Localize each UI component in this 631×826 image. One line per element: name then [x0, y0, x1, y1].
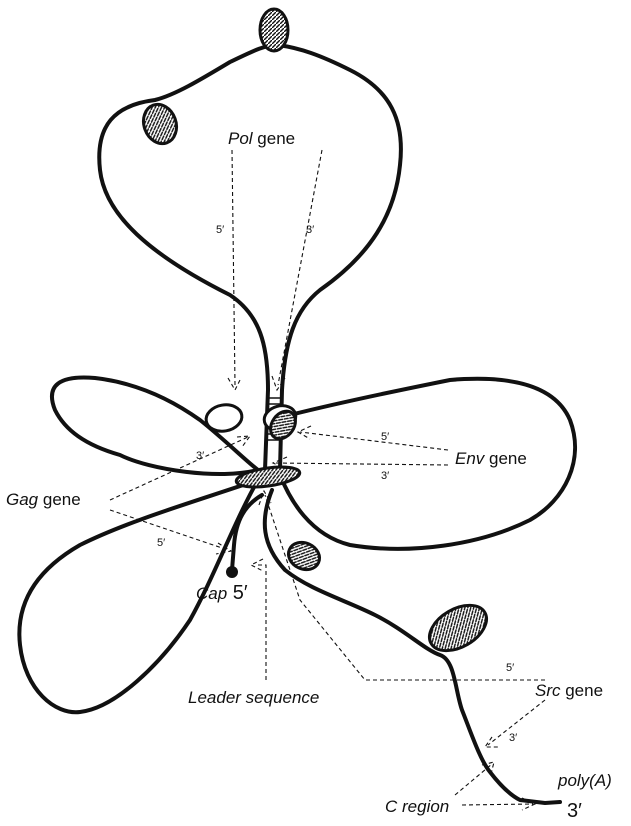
cap-tail-strand [230, 493, 264, 572]
src-5-mark: 5′ [506, 662, 514, 674]
leader-sequence-label: Leader sequence [188, 688, 319, 707]
three-prime-end-label: 3′ [567, 800, 582, 822]
gag-gene-label: Gag gene [6, 490, 81, 509]
three-prime-tail-strand [262, 488, 562, 805]
gag-5-mark: 5′ [157, 537, 165, 549]
env-gene-label: Env gene [455, 449, 527, 468]
hatched-hairpin-top [258, 7, 290, 53]
inner-loop-left [204, 403, 244, 433]
left-lower-loop-strand [17, 478, 260, 715]
pol-gene-label: Pol gene [228, 129, 295, 148]
env-3-mark: 3′ [381, 470, 389, 482]
cap-5-label: Cap 5′ [196, 582, 248, 604]
hatched-hairpin-env [269, 409, 297, 441]
hatched-hairpin-center [234, 465, 302, 489]
left-upper-loop-strand [49, 375, 260, 476]
hatched-hairpin-upper-left [141, 102, 179, 146]
poly-a-label: poly(A) [557, 771, 612, 790]
src-3-mark: 3′ [509, 732, 517, 744]
src-gene-label: Src gene [535, 681, 603, 700]
cap-dot [226, 566, 238, 578]
hatched-hairpin-src-small [286, 540, 322, 572]
pol-3-mark: 3′ [306, 224, 314, 236]
c-region-label: C region [385, 797, 449, 816]
pol-5-mark: 5′ [216, 224, 224, 236]
main-stem-left [263, 388, 270, 472]
gag-3-mark: 3′ [196, 450, 204, 462]
env-5-mark: 5′ [381, 431, 389, 443]
pol-loop-strand [97, 43, 403, 392]
annotation-arrows [109, 149, 546, 811]
hatched-hairpin-src-large [428, 603, 488, 653]
env-loop-strand [278, 376, 577, 551]
